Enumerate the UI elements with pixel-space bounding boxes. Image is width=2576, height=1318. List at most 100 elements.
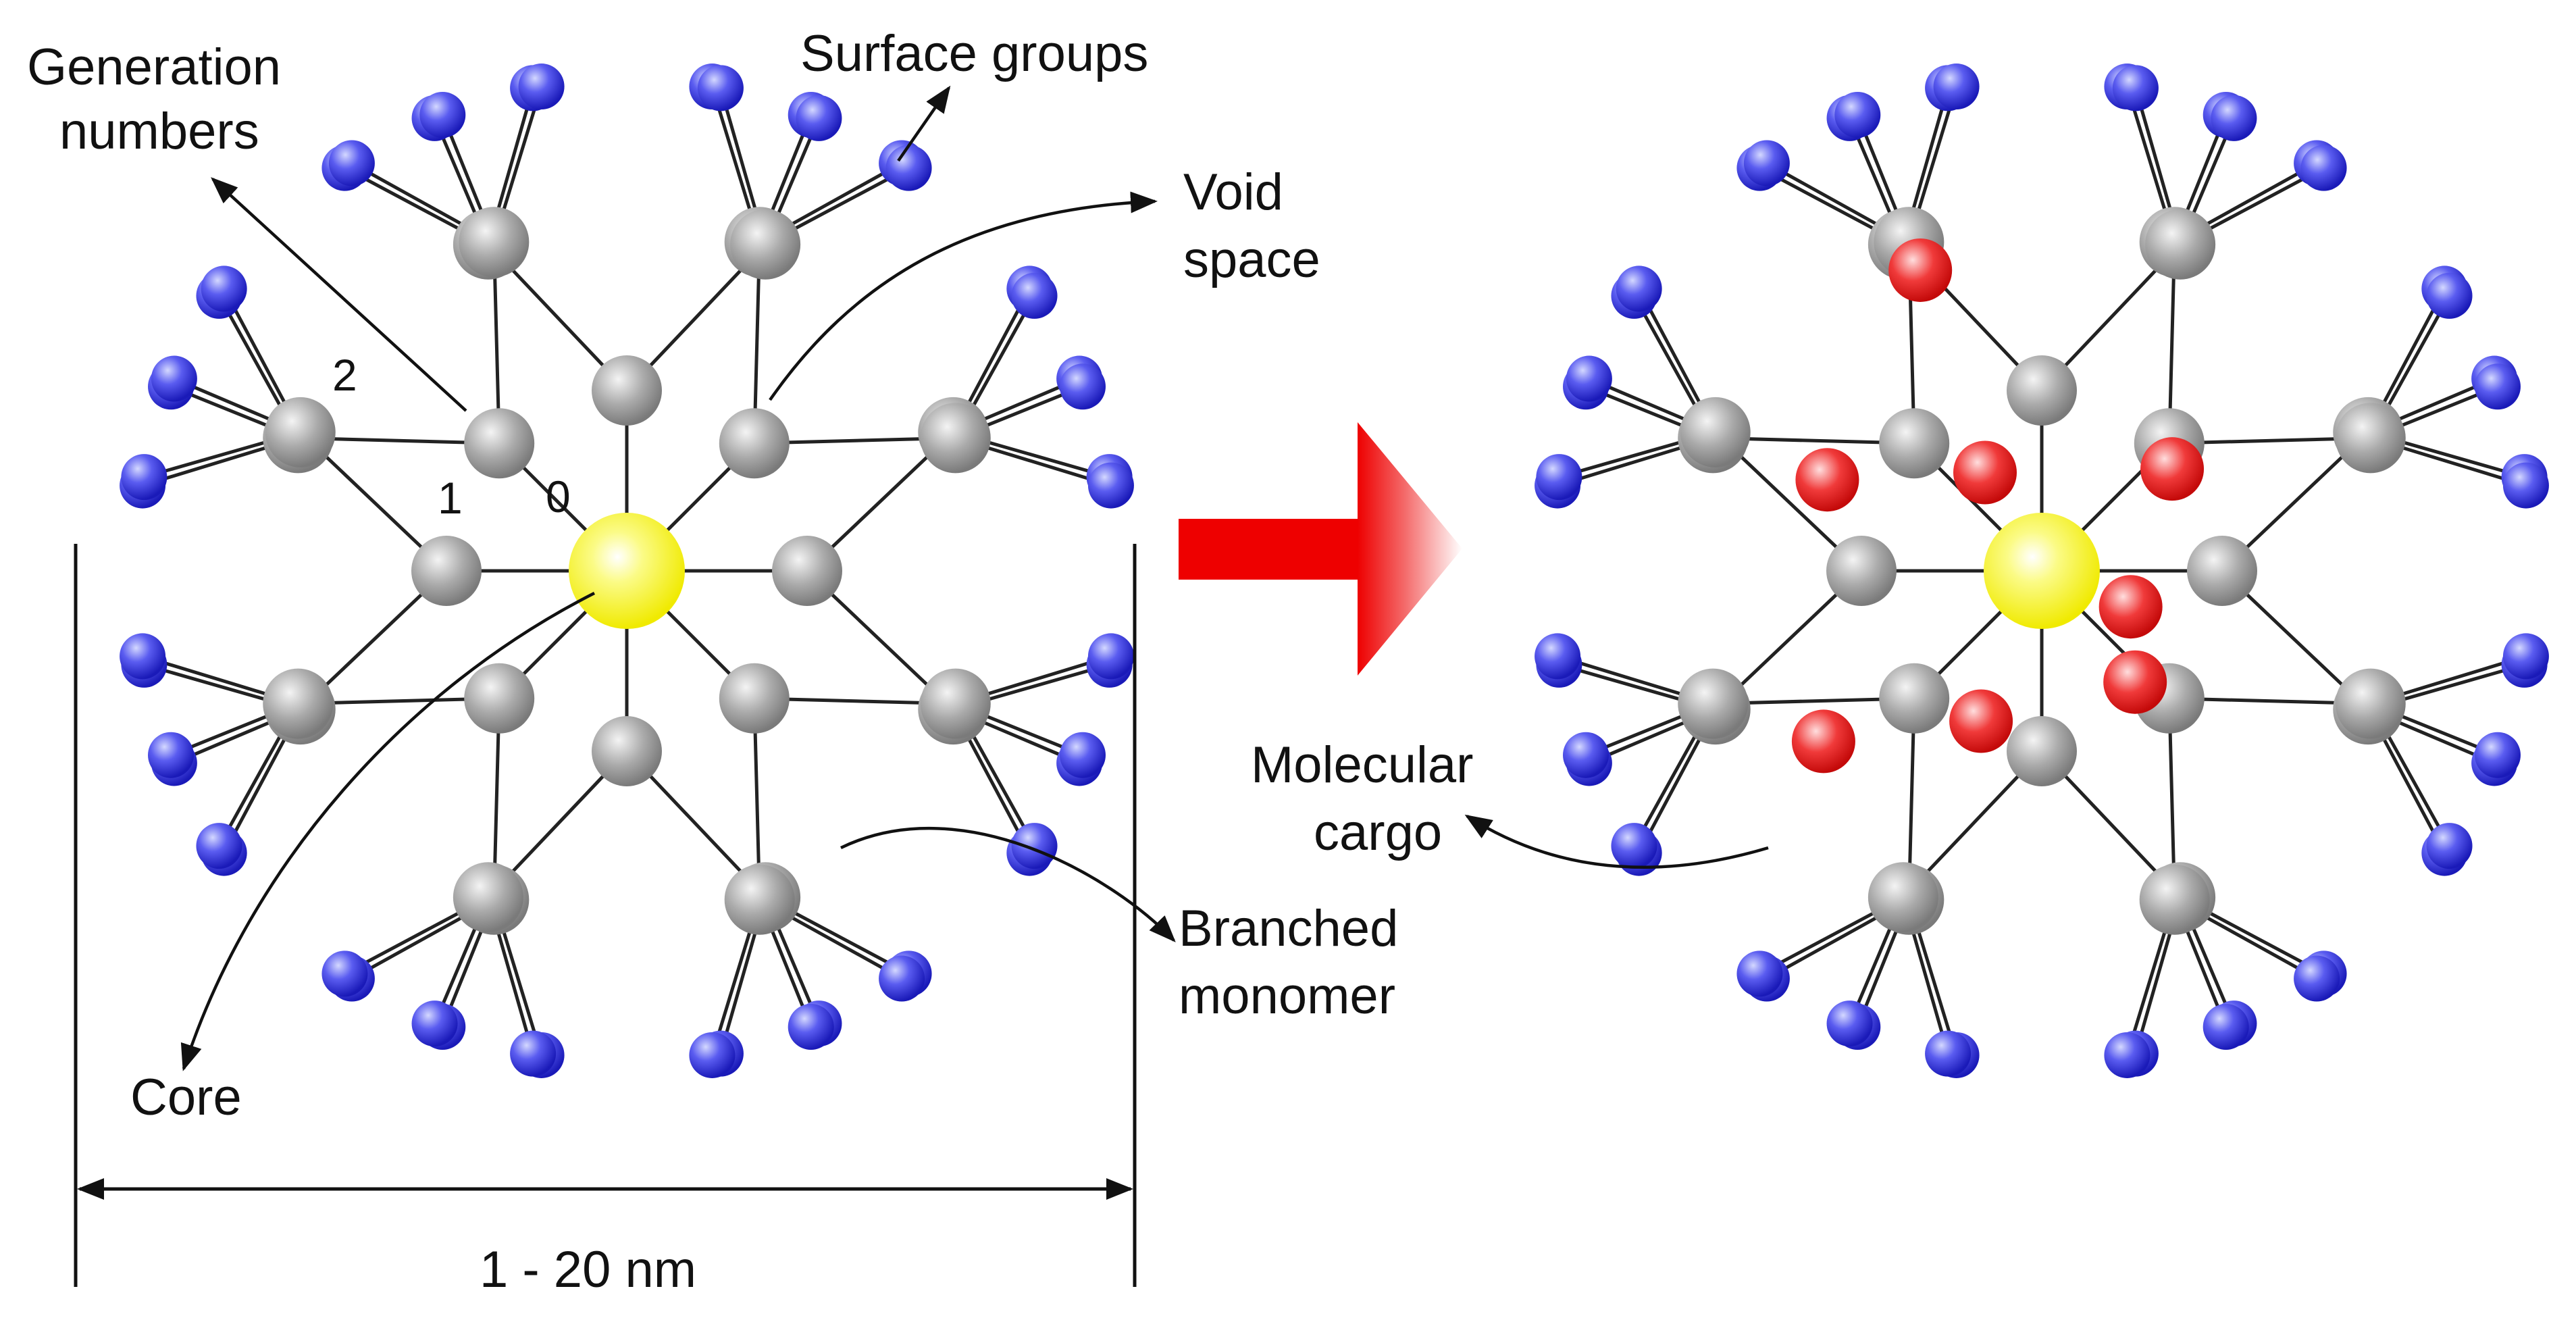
- surface-group: [796, 95, 842, 141]
- labels: Generation numbers Surface groups Void s…: [27, 25, 1473, 1298]
- surface-group: [2294, 955, 2340, 1002]
- molecular-cargo-group: [1791, 238, 2205, 774]
- label-void-space: Void: [1183, 163, 1283, 221]
- surface-group: [151, 355, 197, 402]
- branch-node-g1: [464, 408, 535, 479]
- void-space-arrow: [769, 191, 1158, 401]
- branch-node-g1: [1826, 536, 1897, 606]
- label-branched-monomer: monomer: [1179, 967, 1395, 1025]
- surface-group: [1736, 951, 1783, 997]
- cargo-molecule: [1888, 238, 1953, 302]
- branch-node-g2: [920, 668, 991, 739]
- cargo-molecule: [2103, 650, 2167, 714]
- core-sphere: [1984, 513, 2100, 629]
- empty-dendrimer: [120, 64, 1134, 1078]
- surface-group: [1059, 363, 1106, 410]
- surface-group: [1743, 140, 1790, 186]
- loading-transform-arrow: [1179, 422, 1462, 676]
- nodes: [1535, 64, 2549, 1078]
- surface-group: [1087, 633, 1134, 680]
- core-sphere: [569, 513, 685, 629]
- branch-node-g2: [2145, 209, 2216, 280]
- size-scale-bracket: [74, 544, 1137, 1287]
- surface-group: [1011, 272, 1058, 319]
- surface-group: [2112, 65, 2159, 111]
- surface-group: [2474, 363, 2521, 410]
- label-branched-monomer: Branched: [1179, 900, 1398, 957]
- branch-node-g2: [453, 862, 523, 933]
- generation-mark-0: 0: [546, 472, 571, 522]
- label-molecular-cargo: cargo: [1314, 804, 1442, 861]
- cargo-molecule: [1791, 709, 1855, 774]
- annotation-arrows: [180, 85, 1769, 1071]
- surface-group: [1536, 454, 1582, 501]
- cargo-molecule: [1795, 448, 1859, 512]
- surface-group: [121, 454, 168, 501]
- surface-group: [697, 65, 744, 111]
- cargo-molecule: [1953, 440, 2017, 505]
- surface-group: [120, 633, 166, 680]
- branch-node-g2: [459, 207, 530, 278]
- surface-group: [419, 92, 466, 138]
- branch-node-g1: [772, 536, 842, 606]
- surface-group: [2104, 1032, 2150, 1078]
- branch-node-g2: [2335, 403, 2406, 474]
- surface-group: [1566, 355, 1612, 402]
- surface-group: [1535, 633, 1581, 680]
- surface-group: [1059, 732, 1106, 778]
- branch-node-g1: [1879, 408, 1950, 479]
- surface-group: [879, 955, 925, 1002]
- branch-node-g1: [592, 355, 662, 426]
- branch-node-g1: [464, 663, 535, 734]
- surface-group: [1087, 462, 1134, 509]
- branch-node-g2: [265, 397, 336, 467]
- branch-node-g2: [730, 209, 801, 280]
- surface-group: [1834, 92, 1881, 138]
- branch-node-g1: [1879, 663, 1950, 734]
- surface-group: [196, 823, 242, 869]
- loaded-dendrimer: [1535, 64, 2549, 1078]
- generation-mark-1: 1: [438, 473, 463, 523]
- surface-group: [2426, 823, 2473, 869]
- label-core: Core: [130, 1069, 242, 1126]
- surface-group: [321, 951, 368, 997]
- branch-node-g1: [719, 663, 790, 734]
- surface-group: [201, 265, 247, 312]
- surface-group: [518, 64, 565, 110]
- surface-group: [510, 1030, 557, 1077]
- branch-node-g2: [2335, 668, 2406, 739]
- branched-monomer-arrow: [840, 826, 1176, 942]
- branch-node-g1: [2007, 716, 2077, 786]
- surface-group: [1563, 732, 1609, 778]
- branch-node-g2: [1680, 397, 1751, 467]
- generation-mark-2: 2: [332, 350, 357, 400]
- branch-node-g1: [2187, 536, 2257, 606]
- surface-group: [2426, 272, 2473, 319]
- surface-group: [328, 140, 375, 186]
- core-arrow: [180, 591, 596, 1071]
- surface-group: [2211, 95, 2257, 141]
- nodes: [120, 64, 1134, 1078]
- label-molecular-cargo: Molecular: [1251, 736, 1473, 794]
- surface-group: [2300, 145, 2347, 191]
- surface-group: [1925, 1030, 1972, 1077]
- branch-node-g1: [411, 536, 482, 606]
- surface-group: [411, 1000, 458, 1047]
- surface-group: [1011, 823, 1058, 869]
- branch-node-g1: [2007, 355, 2077, 426]
- surface-group: [2474, 732, 2521, 778]
- branch-node-g2: [920, 403, 991, 474]
- surface-group: [2502, 462, 2549, 509]
- label-size-range: 1 - 20 nm: [480, 1241, 696, 1298]
- molecular-cargo-arrow: [1464, 814, 1769, 869]
- label-generation-numbers: Generation: [27, 39, 281, 96]
- branch-node-g2: [1867, 862, 1938, 933]
- cargo-molecule: [2098, 575, 2163, 639]
- surface-groups-arrow: [897, 85, 951, 162]
- label-void-space: space: [1183, 231, 1320, 288]
- branch-node-g2: [2139, 864, 2210, 935]
- surface-group: [2502, 633, 2549, 680]
- surface-group: [1616, 265, 1662, 312]
- cargo-molecule: [2140, 437, 2205, 501]
- surface-group: [788, 1003, 834, 1050]
